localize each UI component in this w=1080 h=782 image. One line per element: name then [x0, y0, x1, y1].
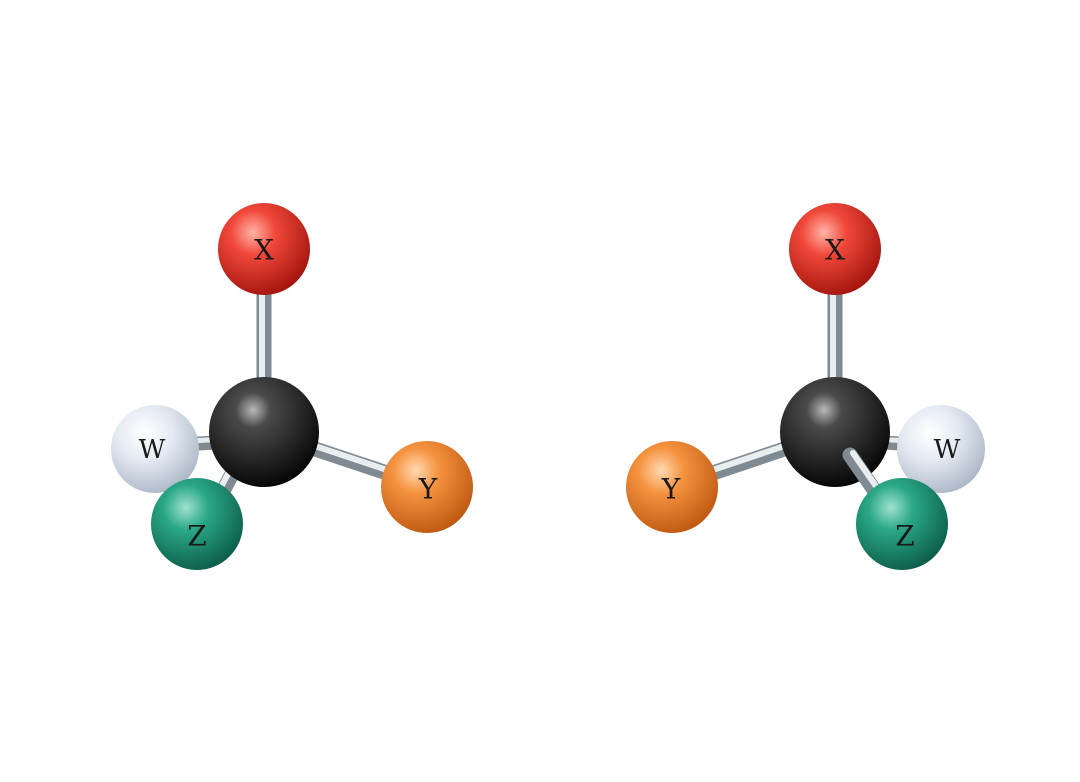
- atom-x-label: X: [825, 234, 845, 267]
- atom-w: [897, 405, 985, 493]
- atom-w-label: W: [934, 435, 961, 465]
- atom-y-label: Y: [661, 473, 681, 506]
- atom-y-label: Y: [418, 473, 438, 506]
- atom-x-label: X: [254, 234, 274, 267]
- molecule-left: W X Z Y: [111, 203, 473, 570]
- atom-z: [151, 478, 243, 570]
- atom-y: [381, 441, 473, 533]
- atom-z: [856, 478, 948, 570]
- atom-z-label: Z: [895, 520, 914, 553]
- molecule-right: W X Z Y: [626, 203, 985, 570]
- atom-w: [111, 405, 199, 493]
- atom-x: [218, 203, 310, 295]
- atom-center: [780, 377, 890, 487]
- atom-center: [209, 377, 319, 487]
- atom-z-label: Z: [187, 520, 206, 553]
- atom-y: [626, 441, 718, 533]
- atom-w-label: W: [139, 435, 166, 465]
- atom-x: [789, 203, 881, 295]
